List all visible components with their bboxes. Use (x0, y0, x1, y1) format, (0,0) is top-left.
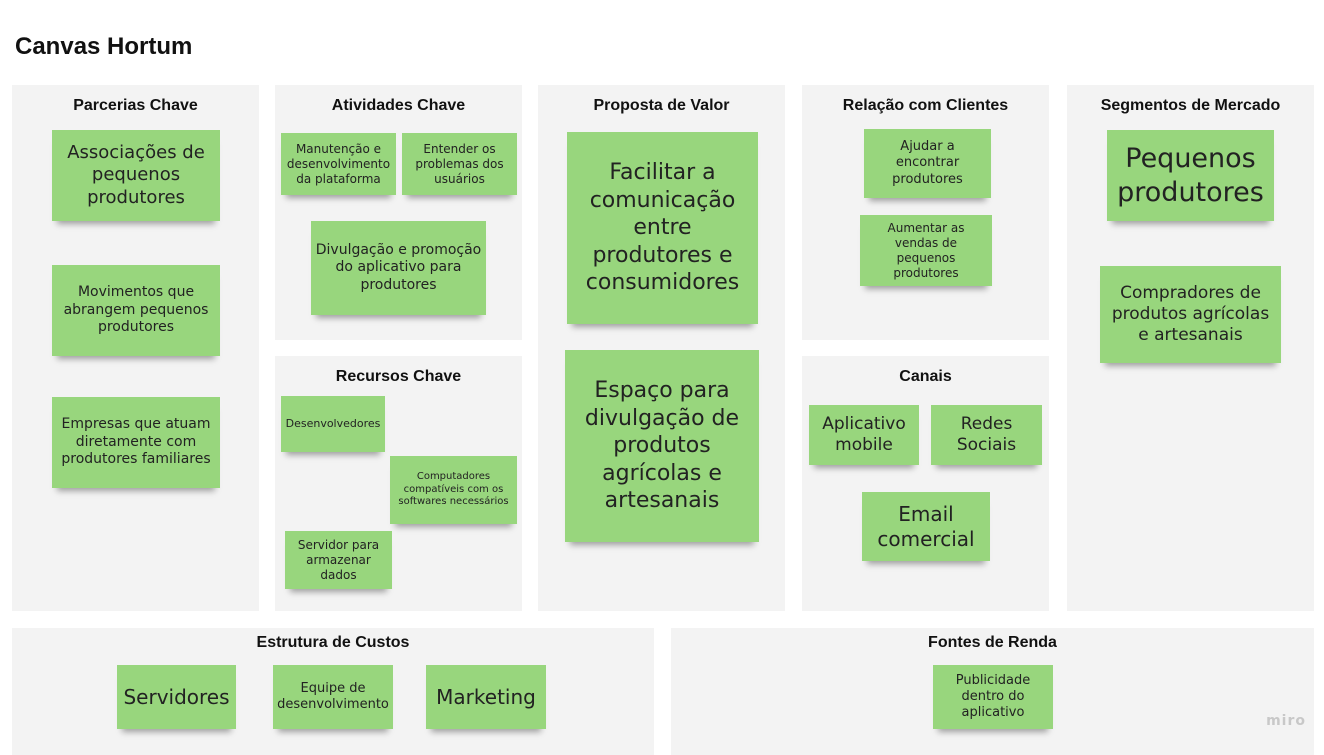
panel-title: Atividades Chave (331, 97, 466, 114)
sticky-note[interactable]: Manutenção e desenvolvimento da platafor… (281, 133, 396, 195)
panel-estrutura-de-custos[interactable]: Estrutura de Custos Servidores Equipe de… (12, 628, 654, 755)
sticky-note[interactable]: Entender os problemas dos usuários (402, 133, 517, 195)
panel-proposta-de-valor[interactable]: Proposta de Valor Facilitar a comunicaçã… (538, 85, 785, 611)
panel-atividades-chave[interactable]: Atividades Chave Manutenção e desenvolvi… (275, 85, 522, 340)
sticky-note[interactable]: Servidor para armazenar dados (285, 531, 392, 589)
sticky-note[interactable]: Aplicativo mobile (809, 405, 919, 465)
sticky-note[interactable]: Marketing (426, 665, 546, 729)
panel-recursos-chave[interactable]: Recursos Chave Desenvolvedores Computado… (275, 356, 522, 611)
sticky-note[interactable]: Associações de pequenos produtores (52, 130, 220, 221)
sticky-note[interactable]: Pequenos produtores (1107, 130, 1274, 221)
sticky-note[interactable]: Redes Sociais (931, 405, 1042, 465)
sticky-note[interactable]: Aumentar as vendas de pequenos produtore… (860, 215, 992, 286)
sticky-note[interactable]: Empresas que atuam diretamente com produ… (52, 397, 220, 488)
panel-title: Recursos Chave (335, 368, 462, 385)
panel-title: Estrutura de Custos (256, 634, 410, 651)
panel-title: Segmentos de Mercado (1100, 97, 1281, 114)
sticky-note[interactable]: Espaço para divulgação de produtos agríc… (565, 350, 759, 542)
sticky-note[interactable]: Movimentos que abrangem pequenos produto… (52, 265, 220, 356)
sticky-note[interactable]: Desenvolvedores (281, 396, 385, 452)
sticky-note[interactable]: Equipe de desenvolvimento (273, 665, 393, 729)
sticky-note[interactable]: Ajudar a encontrar produtores (864, 129, 991, 198)
panel-segmentos-de-mercado[interactable]: Segmentos de Mercado Pequenos produtores… (1067, 85, 1314, 611)
panel-fontes-de-renda[interactable]: Fontes de Renda Publicidade dentro do ap… (671, 628, 1314, 755)
sticky-note[interactable]: Servidores (117, 665, 236, 729)
sticky-note[interactable]: Compradores de produtos agrícolas e arte… (1100, 266, 1281, 363)
panel-canais[interactable]: Canais Aplicativo mobile Redes Sociais E… (802, 356, 1049, 611)
sticky-note[interactable]: Computadores compatíveis com os software… (390, 456, 517, 524)
miro-logo: miro (1266, 713, 1306, 729)
board-title: Canvas Hortum (15, 33, 193, 60)
panel-title: Proposta de Valor (593, 97, 730, 114)
panel-relacao-com-clientes[interactable]: Relação com Clientes Ajudar a encontrar … (802, 85, 1049, 340)
sticky-note[interactable]: Publicidade dentro do aplicativo (933, 665, 1053, 729)
sticky-note[interactable]: Facilitar a comunicação entre produtores… (567, 132, 758, 324)
panel-title: Fontes de Renda (928, 634, 1057, 651)
panel-title: Parcerias Chave (73, 97, 198, 114)
sticky-note[interactable]: Email comercial (862, 492, 990, 561)
panel-title: Relação com Clientes (842, 97, 1009, 114)
panel-parcerias-chave[interactable]: Parcerias Chave Associações de pequenos … (12, 85, 259, 611)
panel-title: Canais (899, 368, 952, 385)
sticky-note[interactable]: Divulgação e promoção do aplicativo para… (311, 221, 486, 315)
